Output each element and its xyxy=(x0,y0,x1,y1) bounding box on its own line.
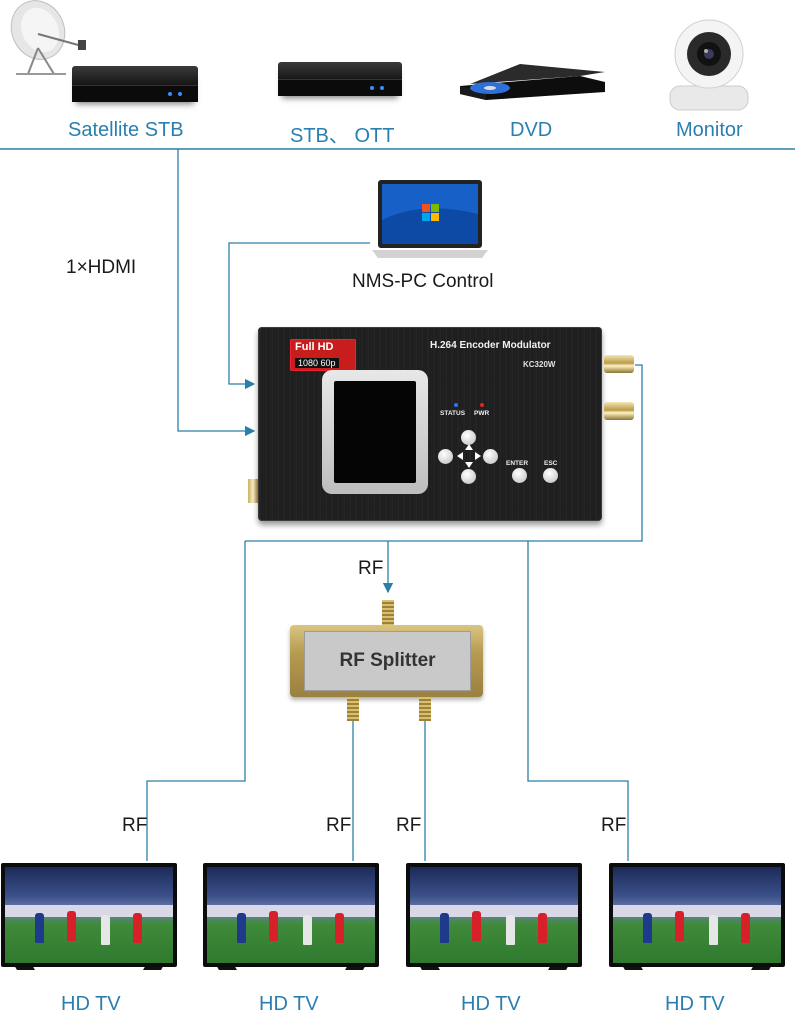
power-led-icon xyxy=(480,403,484,407)
satellite-dish-icon xyxy=(10,0,86,75)
left-button[interactable] xyxy=(438,449,453,464)
tv-label-3: HD TV xyxy=(461,993,521,1015)
enter-button[interactable] xyxy=(512,468,527,483)
tv4-line xyxy=(527,541,629,861)
direction-arrows-icon xyxy=(457,444,481,468)
up-button[interactable] xyxy=(461,430,476,445)
right-button[interactable] xyxy=(483,449,498,464)
source-label-satellite-stb: Satellite STB xyxy=(68,119,184,141)
rf-label-tv1: RF xyxy=(122,815,148,836)
rf-splitter-label: RF Splitter xyxy=(304,631,471,691)
status-led-icon xyxy=(454,403,458,407)
rf-out-connector-icon xyxy=(604,355,634,373)
source-label-stb-ott: STB、 OTT xyxy=(290,125,395,147)
pwr-label: PWR xyxy=(474,410,490,417)
set-top-box-icon xyxy=(278,62,402,96)
tv-label-1: HD TV xyxy=(61,993,121,1015)
satellite-stb-icon xyxy=(72,66,198,102)
nms-pc-control-label: NMS-PC Control xyxy=(352,271,494,292)
tv-label-2: HD TV xyxy=(259,993,319,1015)
hd-tv-2 xyxy=(203,863,379,980)
full-hd-text: Full HD xyxy=(295,341,334,353)
lcd-screen xyxy=(334,381,416,483)
full-hd-badge: Full HD 1080 60p xyxy=(290,339,356,371)
hdmi-line xyxy=(177,149,256,437)
tv1-line xyxy=(146,541,246,861)
rf-label-tv3: RF xyxy=(396,815,422,836)
rf-label-tv4: RF xyxy=(601,815,627,836)
source-label-monitor: Monitor xyxy=(676,119,743,141)
side-connector-icon xyxy=(248,479,258,503)
rf-output-line xyxy=(245,364,643,542)
esc-button[interactable] xyxy=(543,468,558,483)
splitter-output-2-connector-icon xyxy=(419,697,431,721)
splitter-output-1-connector-icon xyxy=(347,697,359,721)
ip-camera-icon xyxy=(669,19,749,111)
rf-label-tv2: RF xyxy=(326,815,352,836)
laptop-icon xyxy=(372,180,488,258)
down-button[interactable] xyxy=(461,469,476,484)
hdmi-label: 1×HDMI xyxy=(66,257,137,278)
resolution-text: 1080 60p xyxy=(295,358,339,368)
enter-label: ENTER xyxy=(506,460,529,467)
hd-tv-1 xyxy=(1,863,177,980)
rf-in-connector-icon xyxy=(604,402,634,420)
splitter-input-connector-icon xyxy=(382,600,394,626)
hd-tv-4 xyxy=(609,863,785,980)
rf-label-main: RF xyxy=(358,558,384,579)
hd-tv-3 xyxy=(406,863,582,980)
dvd-player-icon xyxy=(460,64,605,100)
esc-label: ESC xyxy=(544,460,558,467)
source-label-dvd: DVD xyxy=(510,119,553,141)
nms-line xyxy=(228,242,370,390)
encoder-title: H.264 Encoder Modulator xyxy=(430,340,551,351)
status-label: STATUS xyxy=(440,410,466,417)
tv-label-4: HD TV xyxy=(665,993,725,1015)
encoder-model: KC320W xyxy=(523,360,556,369)
